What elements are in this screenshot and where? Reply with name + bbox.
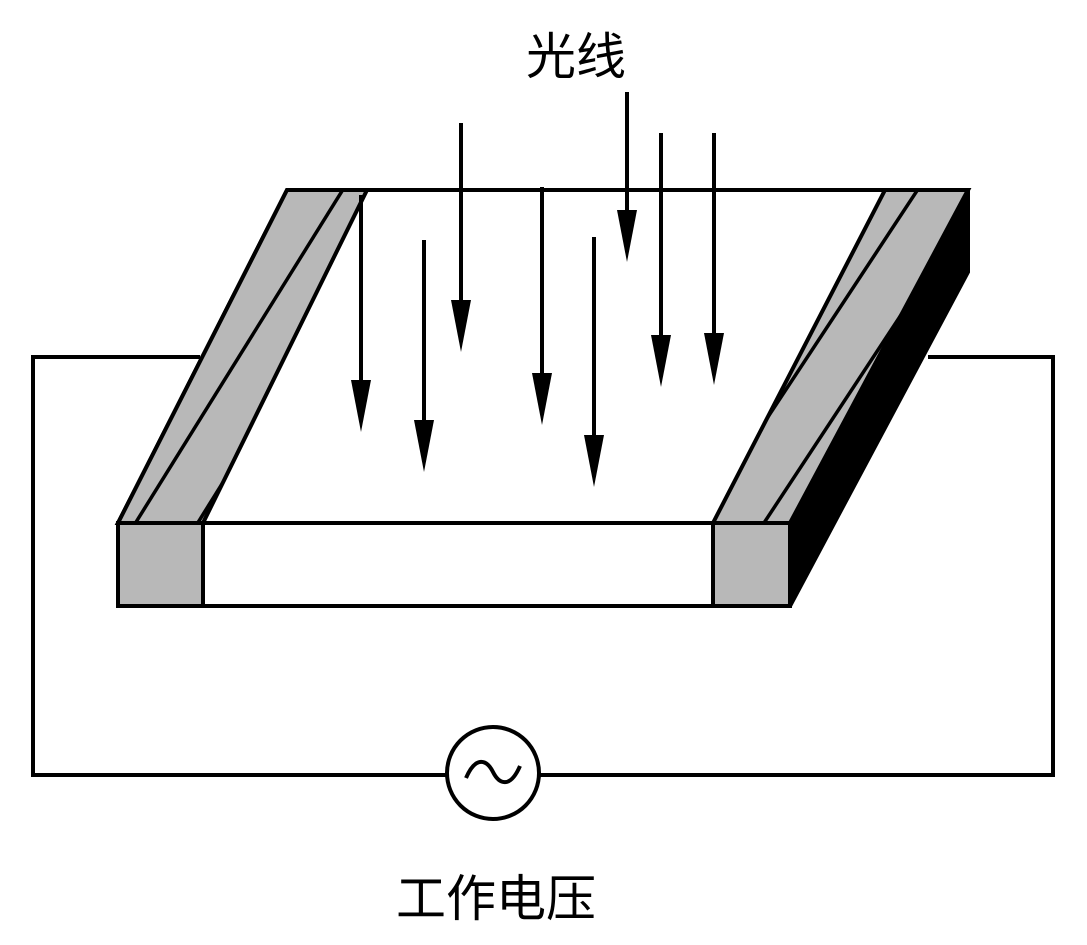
voltage-label: 工作电压 <box>396 870 596 928</box>
light-label: 光线 <box>526 28 626 86</box>
light-ray-arrow <box>584 237 604 487</box>
light-ray-arrow <box>617 92 637 262</box>
light-ray-arrow <box>351 195 371 432</box>
circuit-wire <box>31 355 1055 777</box>
ac-source-icon <box>445 725 541 821</box>
light-ray-arrow <box>451 123 471 352</box>
light-ray-arrow <box>414 240 434 472</box>
light-ray-arrow <box>704 133 724 385</box>
light-ray-arrow <box>651 133 671 387</box>
light-ray-arrow <box>532 187 552 425</box>
light-rays <box>351 92 724 487</box>
sensor-front-face <box>116 521 792 608</box>
